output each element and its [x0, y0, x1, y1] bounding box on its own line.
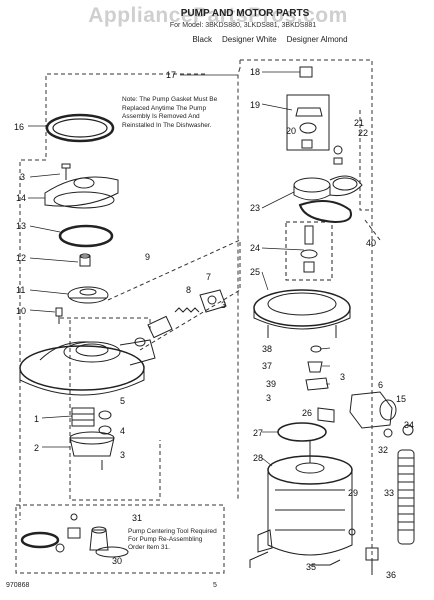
callout-22: 22	[358, 128, 369, 138]
diagram-code: 970868	[6, 582, 30, 589]
page-title: PUMP AND MOTOR PARTS	[180, 8, 310, 19]
callout-18: 18	[250, 67, 261, 77]
part-30-gasket	[20, 531, 60, 549]
callout-33: 33	[384, 488, 395, 498]
watermark-text: AppliancePartsPros.com	[88, 4, 348, 27]
part-5-ring	[98, 410, 112, 420]
callout-37: 37	[262, 361, 273, 371]
callout-14: 14	[16, 193, 27, 203]
callout-12: 12	[16, 253, 27, 263]
callout-30: 30	[112, 556, 123, 566]
callout-9: 9	[145, 252, 151, 262]
callout-13: 13	[16, 221, 27, 231]
callout-1: 1	[34, 414, 40, 424]
part-10-screw	[55, 307, 63, 324]
callout-27: 27	[253, 428, 264, 438]
part-33-hose	[397, 449, 415, 545]
part-2-lower-housing	[69, 431, 115, 457]
part-24-shaft	[285, 221, 333, 281]
callout-5: 5	[120, 396, 126, 406]
callout-31: 31	[132, 513, 143, 523]
callout-10: 10	[16, 306, 27, 316]
callout-3d: 3	[266, 393, 272, 403]
part-16-pump-gasket	[45, 113, 115, 143]
part-15-valve	[349, 391, 397, 429]
callout-25: 25	[250, 267, 261, 277]
part-26	[317, 407, 335, 423]
callout-3b: 3	[221, 300, 227, 310]
part-18-nut	[299, 66, 313, 78]
callout-6: 6	[378, 380, 384, 390]
part-30-plug	[67, 527, 81, 539]
part-28-motor	[249, 440, 353, 568]
color-designer-white: Designer White	[221, 35, 277, 44]
part-35	[310, 559, 341, 566]
callout-35: 35	[306, 562, 317, 572]
callout-29: 29	[348, 488, 359, 498]
part-13-ring	[58, 224, 114, 248]
callout-21: 21	[354, 118, 365, 128]
callout-38: 38	[262, 344, 273, 354]
part-29-bracket	[348, 500, 356, 536]
pump-body	[19, 339, 156, 396]
color-designer-almond: Designer Almond	[286, 35, 348, 44]
part-30-cap	[70, 513, 78, 521]
callout-3a: 3	[20, 172, 26, 182]
callout-28: 28	[253, 453, 264, 463]
callout-23: 23	[250, 203, 261, 213]
callout-36: 36	[386, 570, 397, 580]
part-39	[305, 377, 329, 391]
leader-lines	[28, 71, 331, 467]
part-34	[402, 424, 414, 436]
part-32	[383, 428, 393, 438]
part-38	[310, 345, 322, 353]
part-19-bracket	[286, 94, 330, 151]
callout-8: 8	[186, 285, 192, 295]
part-40-gasket	[298, 200, 352, 224]
part-11-impeller	[67, 286, 109, 304]
tool-note: Pump Centering Tool Required For Pump Re…	[128, 528, 217, 551]
callout-11: 11	[16, 285, 26, 295]
callout-26: 26	[302, 408, 313, 418]
gasket-note: Note: The Pump Gasket Must Be Replaced A…	[122, 96, 218, 129]
callout-32: 32	[378, 445, 389, 455]
callout-3c: 3	[120, 450, 126, 460]
model-subtitle: For Model: 3BKDS880, 3LKDS881, 3BKDS881	[169, 22, 317, 29]
callout-16: 16	[14, 122, 25, 132]
callout-19: 19	[250, 100, 261, 110]
callout-17: 17	[166, 70, 177, 80]
callout-7: 7	[206, 272, 212, 282]
part-21-22-clip	[333, 145, 343, 165]
part-14-housing	[44, 176, 119, 209]
part-36-bolt	[365, 547, 379, 575]
callout-3e: 3	[340, 372, 346, 382]
part-31-tool	[89, 529, 109, 551]
part-25-base	[253, 289, 351, 338]
part-37	[307, 361, 323, 373]
callout-2: 2	[34, 443, 40, 453]
part-12-nut	[79, 253, 91, 267]
part-23-housing	[293, 175, 363, 201]
callout-34: 34	[404, 420, 415, 430]
callout-20: 20	[286, 126, 297, 136]
part-3-screw-top	[61, 163, 71, 180]
part-20-coupler	[299, 122, 317, 149]
part-1-chopper	[71, 407, 95, 427]
page-number: 5	[213, 582, 217, 589]
part-9-assembly	[134, 289, 227, 347]
part-4-ring	[98, 425, 112, 435]
callout-39: 39	[266, 379, 277, 389]
callout-4: 4	[120, 426, 126, 436]
part-27-disk	[277, 422, 327, 442]
color-options: Black Designer White Designer Almond	[170, 35, 370, 44]
color-black: Black	[192, 35, 212, 44]
callout-24: 24	[250, 243, 261, 253]
callout-15: 15	[396, 394, 407, 404]
callout-40: 40	[366, 238, 377, 248]
